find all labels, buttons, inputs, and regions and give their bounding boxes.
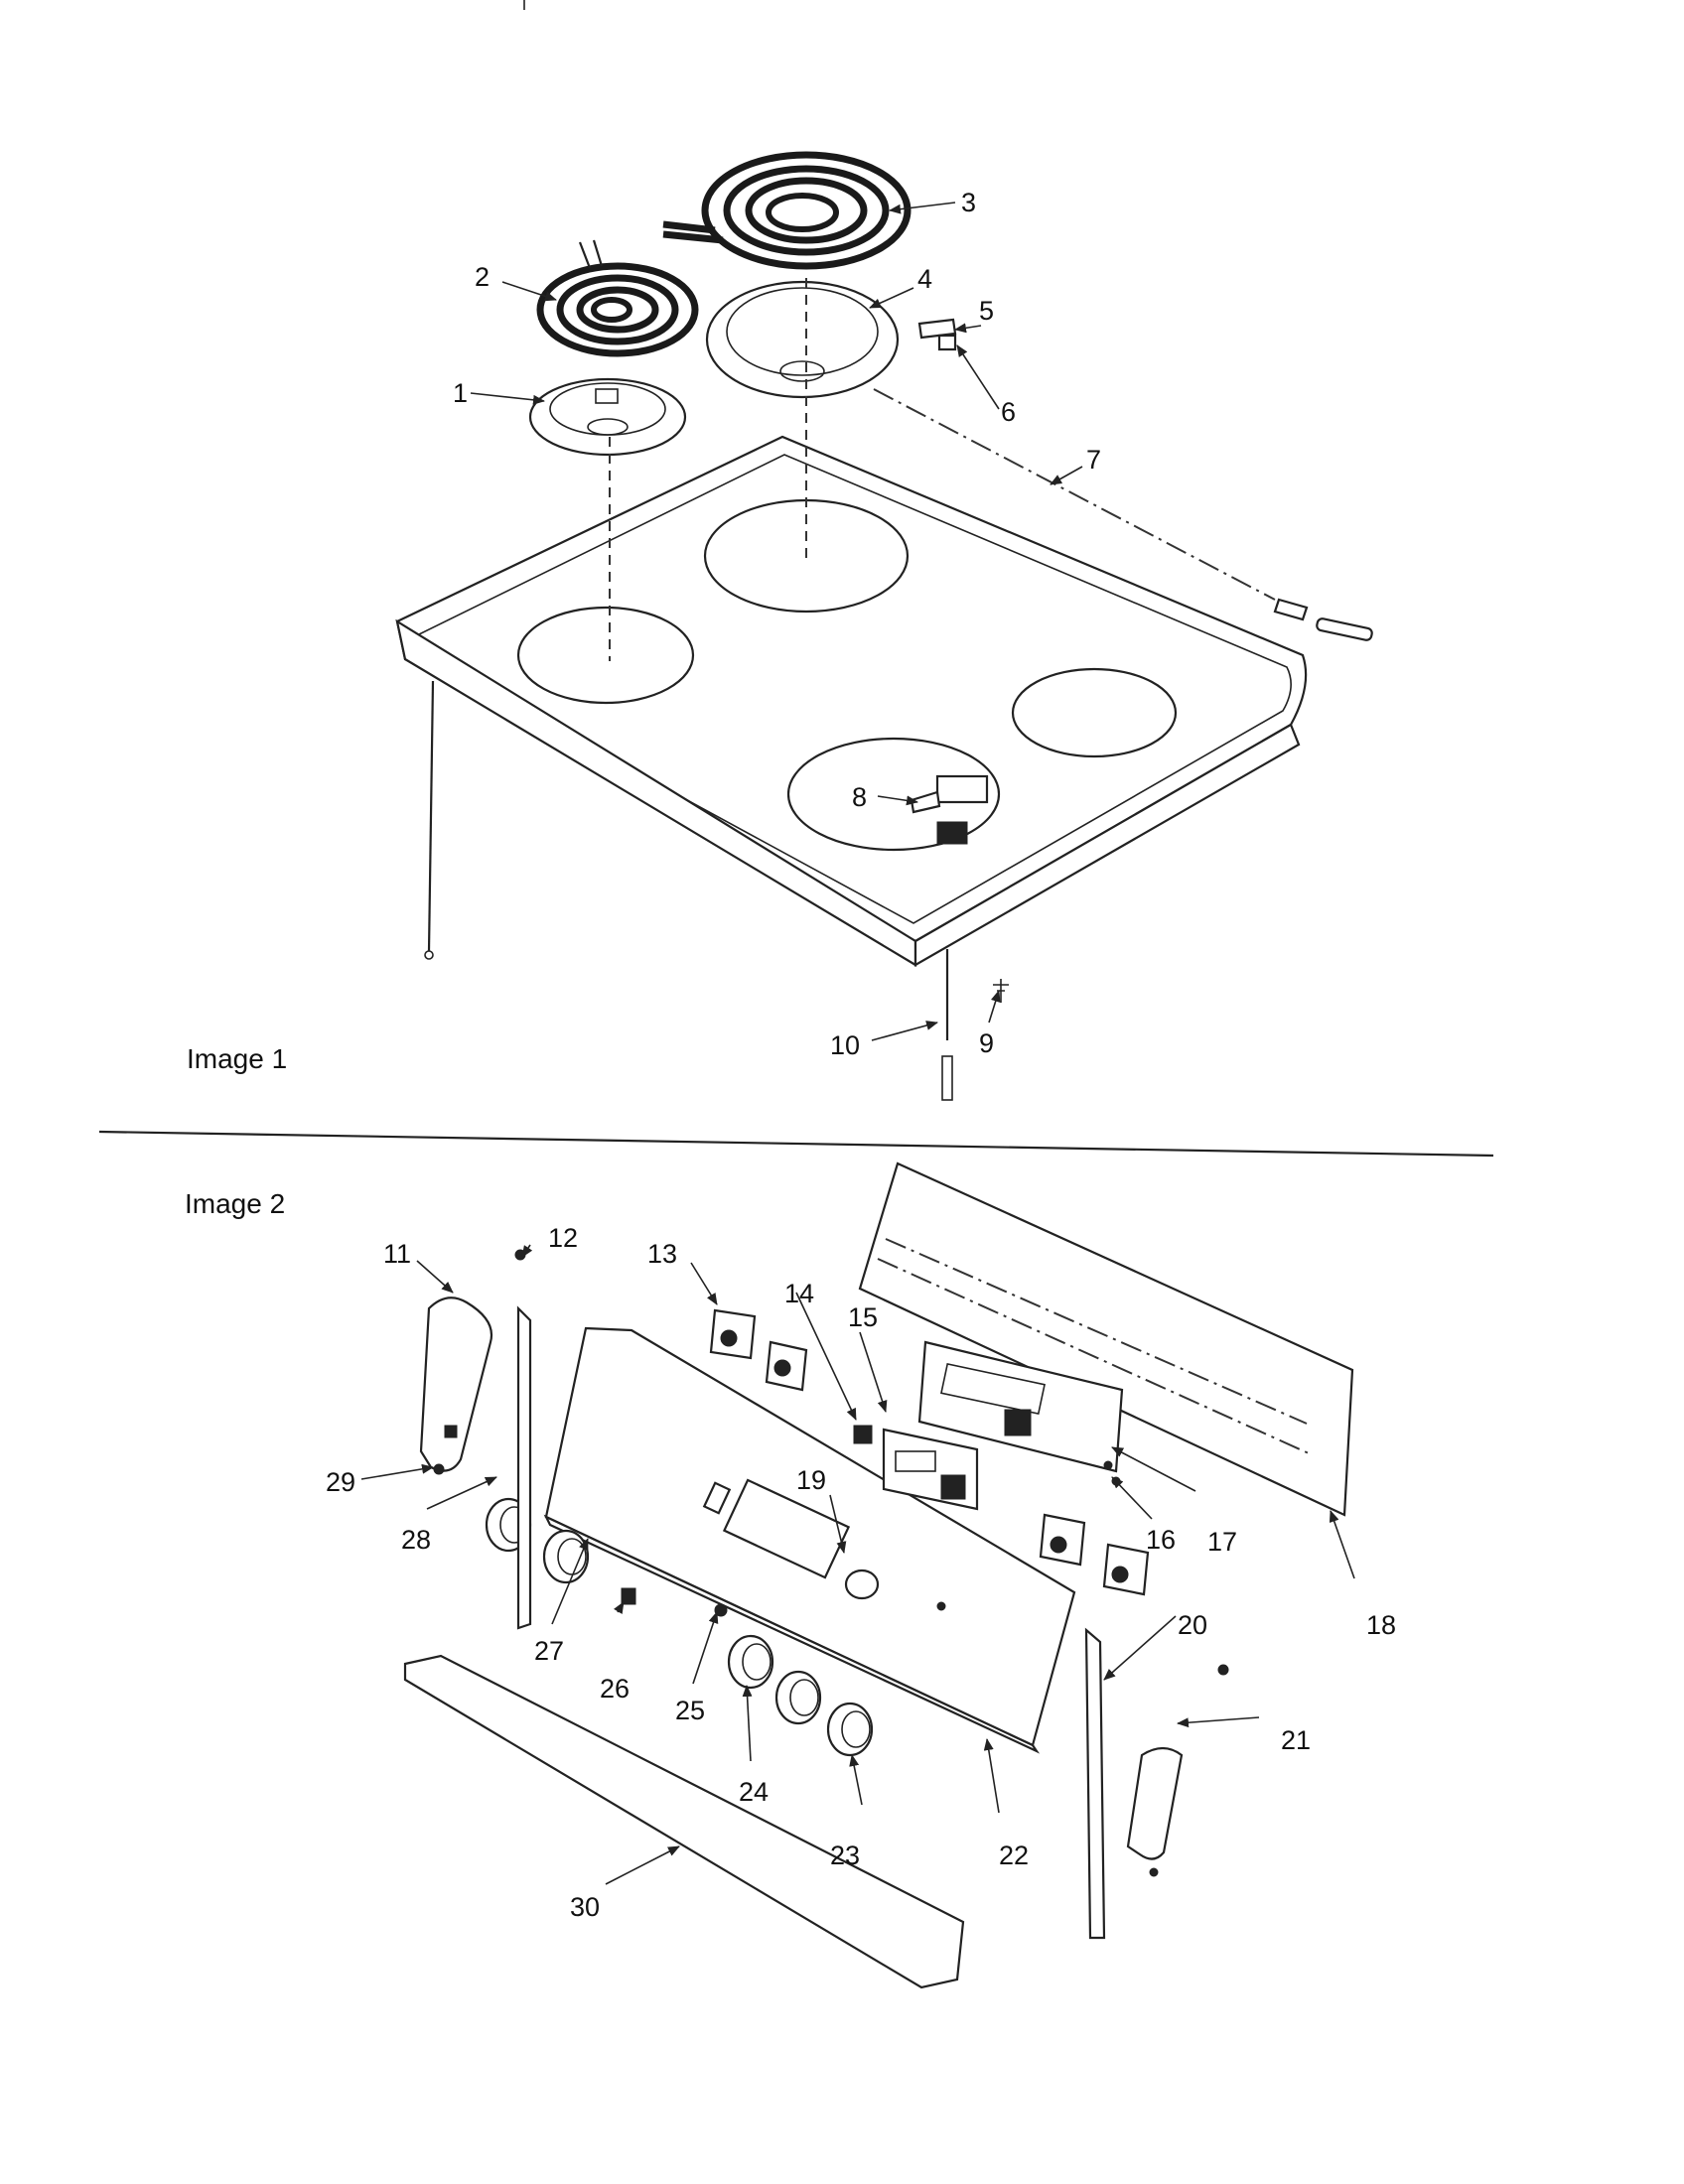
relay xyxy=(853,1425,873,1444)
callout-2: 2 xyxy=(475,262,490,292)
side-bracket-left xyxy=(516,1305,532,1630)
callout-29: 29 xyxy=(326,1467,355,1497)
callout-21: 21 xyxy=(1281,1725,1311,1755)
surface-element-large xyxy=(662,151,912,270)
end-cap-right xyxy=(1126,1746,1184,1860)
callout-8: 8 xyxy=(852,782,867,812)
callout-labels: 1 2 3 4 5 6 7 8 9 10 11 12 13 14 15 16 1… xyxy=(326,188,1396,1922)
callout-24: 24 xyxy=(739,1777,769,1807)
callout-17: 17 xyxy=(1207,1527,1237,1557)
callout-1: 1 xyxy=(453,378,468,408)
callout-leaders xyxy=(360,202,1355,1885)
callout-13: 13 xyxy=(647,1239,677,1269)
surface-element-small xyxy=(536,239,699,357)
backguard-cover xyxy=(858,1161,1354,1517)
burner-opening-left-front xyxy=(516,606,695,705)
callout-27: 27 xyxy=(534,1636,564,1666)
callout-9: 9 xyxy=(979,1028,994,1058)
callout-4: 4 xyxy=(917,264,932,294)
callout-20: 20 xyxy=(1178,1610,1207,1640)
terminal-clip xyxy=(917,318,957,340)
callout-18: 18 xyxy=(1366,1610,1396,1640)
callout-30: 30 xyxy=(570,1892,600,1922)
callout-16: 16 xyxy=(1146,1525,1176,1555)
callout-3: 3 xyxy=(961,188,976,217)
end-cap-left xyxy=(419,1297,493,1472)
callout-26: 26 xyxy=(600,1674,630,1704)
trim-strip xyxy=(403,1654,965,1989)
callout-23: 23 xyxy=(830,1841,860,1870)
caption-image-1: Image 1 xyxy=(187,1043,287,1074)
callout-7: 7 xyxy=(1086,445,1101,475)
drip-bowl-large xyxy=(705,280,900,399)
indicator-light xyxy=(621,1587,636,1605)
callout-5: 5 xyxy=(979,296,994,326)
callout-22: 22 xyxy=(999,1841,1029,1870)
callout-6: 6 xyxy=(1001,397,1016,427)
side-bracket-right xyxy=(1084,1627,1106,1940)
control-panel xyxy=(543,1326,1076,1754)
callout-28: 28 xyxy=(401,1525,431,1555)
callout-25: 25 xyxy=(675,1696,705,1725)
callout-19: 19 xyxy=(796,1465,826,1495)
infinite-switch xyxy=(709,1308,1150,1596)
callout-12: 12 xyxy=(548,1223,578,1253)
callout-15: 15 xyxy=(848,1302,878,1332)
caption-image-2: Image 2 xyxy=(185,1188,285,1219)
callout-11: 11 xyxy=(383,1239,411,1269)
control-board xyxy=(882,1340,1124,1511)
callout-10: 10 xyxy=(830,1030,860,1060)
divider-line xyxy=(98,1130,1494,1158)
burner-opening-right-rear xyxy=(1011,667,1178,758)
cooktop-assembly xyxy=(395,435,1373,1101)
drip-bowl-small xyxy=(528,377,687,457)
callout-14: 14 xyxy=(784,1279,814,1308)
